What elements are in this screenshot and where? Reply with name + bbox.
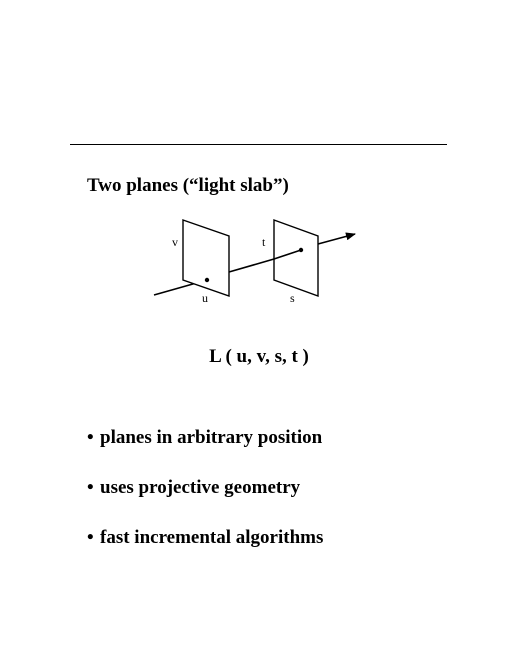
horizontal-rule bbox=[70, 144, 447, 145]
bullet-text: planes in arbitrary position bbox=[100, 427, 323, 448]
label-u: u bbox=[202, 291, 208, 305]
light-field-formula: L ( u, v, s, t ) bbox=[209, 346, 309, 367]
label-s: s bbox=[290, 291, 295, 305]
st-plane bbox=[273, 219, 319, 297]
ray-segment-outgoing bbox=[317, 232, 356, 245]
st-intersection-point bbox=[298, 247, 304, 253]
bullet-glyph: • bbox=[87, 527, 94, 548]
bullet-text: uses projective geometry bbox=[100, 477, 301, 498]
label-v: v bbox=[172, 235, 178, 249]
ray-segment-inside-st bbox=[273, 249, 302, 260]
ray-segment-between bbox=[228, 258, 275, 273]
slide-heading: Two planes (“light slab”) bbox=[87, 175, 289, 196]
uv-intersection-point bbox=[204, 277, 210, 283]
bullet-glyph: • bbox=[87, 477, 94, 498]
label-t: t bbox=[262, 235, 266, 249]
uv-plane bbox=[182, 219, 230, 297]
list-item: • planes in arbitrary position bbox=[87, 426, 323, 476]
list-item: • fast incremental algorithms bbox=[87, 526, 323, 576]
bullet-list: • planes in arbitrary position • uses proj… bbox=[87, 426, 323, 576]
bullet-glyph: • bbox=[87, 427, 94, 448]
bullet-text: fast incremental algorithms bbox=[100, 527, 324, 548]
list-item: • uses projective geometry bbox=[87, 476, 323, 526]
